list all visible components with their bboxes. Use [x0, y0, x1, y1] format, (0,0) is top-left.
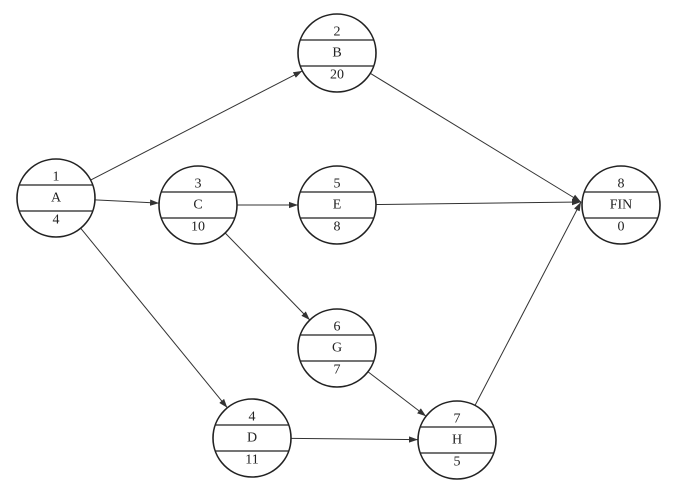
- node-fin-circle: [581, 165, 661, 245]
- node-c-label: C: [193, 198, 202, 213]
- node-fin-label: FIN: [610, 198, 633, 213]
- node-g-number: 6: [334, 320, 341, 335]
- node-d-number: 4: [249, 410, 256, 425]
- node-g-circle: [297, 308, 377, 388]
- node-d-duration: 11: [245, 453, 258, 468]
- node-b: 2B 20: [297, 13, 377, 93]
- node-c-duration: 10: [191, 220, 205, 235]
- edge-h-fin: [474, 201, 582, 406]
- node-h-number: 7: [454, 412, 461, 427]
- node-g-label: G: [332, 341, 342, 356]
- node-a-duration: 4: [53, 213, 60, 228]
- node-d-circle: [212, 398, 292, 478]
- edge-g-h: [367, 371, 427, 417]
- node-b-number: 2: [334, 25, 341, 40]
- node-c: 3C 10: [158, 165, 238, 245]
- node-h-label: H: [452, 433, 462, 448]
- node-c-circle: [158, 165, 238, 245]
- node-b-label: B: [332, 46, 341, 61]
- edge-a-d: [80, 227, 228, 409]
- edge-b-fin: [370, 72, 582, 203]
- edges-layer: [80, 70, 582, 443]
- node-h-circle: [417, 400, 497, 480]
- edge-a-c: [94, 199, 160, 206]
- node-a: 1A 4: [16, 158, 96, 238]
- node-e-number: 5: [334, 177, 341, 192]
- node-h-duration: 5: [454, 455, 461, 470]
- node-fin-duration: 0: [618, 220, 625, 235]
- node-a-circle: [16, 158, 96, 238]
- node-e: 5E 8: [297, 165, 377, 245]
- node-e-circle: [297, 165, 377, 245]
- edge-d-h: [290, 436, 419, 443]
- node-fin-number: 8: [618, 177, 625, 192]
- node-d: 4D 11: [212, 398, 292, 478]
- node-h: 7H 5: [417, 400, 497, 480]
- node-b-circle: [297, 13, 377, 93]
- edge-c-g: [224, 232, 311, 321]
- edge-a-b: [90, 70, 303, 181]
- node-b-duration: 20: [330, 68, 344, 83]
- node-e-duration: 8: [334, 220, 341, 235]
- node-d-label: D: [247, 431, 257, 446]
- node-c-number: 3: [195, 177, 202, 192]
- node-e-label: E: [333, 198, 342, 213]
- edge-e-fin: [375, 198, 582, 206]
- node-g-duration: 7: [334, 363, 341, 378]
- node-g: 6G 7: [297, 308, 377, 388]
- node-a-label: A: [51, 191, 62, 206]
- node-a-number: 1: [53, 170, 60, 185]
